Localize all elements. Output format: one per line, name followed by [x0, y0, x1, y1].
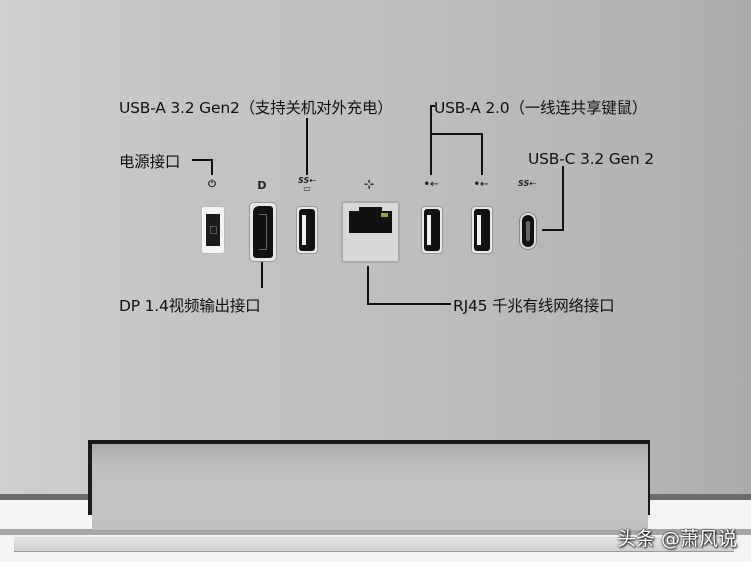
label-power: 电源接口 [119, 153, 181, 171]
usb-a-20-port-2[interactable] [471, 206, 493, 254]
leader-line-usb-a-32 [306, 118, 308, 175]
leader-line-power-v [211, 159, 213, 175]
label-usb-a-32: USB-A 3.2 Gen2（支持关机对外充电） [119, 99, 393, 117]
panel-edge-left [0, 494, 88, 500]
leader-line-usb-c-v [562, 166, 564, 230]
usb-c-port[interactable] [519, 212, 537, 250]
power-port[interactable] [201, 206, 225, 254]
label-usb-a-20: USB-A 2.0（一线连共享键鼠） [434, 99, 648, 117]
base-rail [14, 537, 734, 552]
ss-usb-charging-icon: SS⇠ ▭ [298, 176, 316, 193]
monitor-stand [92, 444, 648, 530]
base-bar [0, 529, 751, 535]
leader-line-rj45-v [367, 266, 369, 304]
usb-icon: •⇠ [423, 179, 439, 190]
usb-a-32-port[interactable] [296, 206, 318, 254]
leader-line-usb-a-20-left [430, 105, 432, 175]
label-usb-c: USB-C 3.2 Gen 2 [528, 150, 654, 168]
rj45-port[interactable] [341, 201, 400, 263]
leader-line-usb-c-h [542, 229, 564, 231]
label-dp: DP 1.4视频输出接口 [119, 297, 261, 315]
leader-line-dp [261, 262, 263, 288]
displayport-icon: D [257, 179, 267, 192]
leader-line-usb-a-20-top [430, 105, 435, 107]
panel-edge-right [650, 494, 751, 500]
leader-line-usb-a-20-right [481, 133, 483, 175]
leader-line-rj45-h [367, 303, 451, 305]
usb-a-20-port-1[interactable] [421, 206, 443, 254]
ss-usb-icon: SS⇠ [518, 179, 536, 188]
power-plug-icon: ⏻ [208, 179, 216, 190]
leader-line-usb-a-20-bridge [430, 133, 482, 135]
network-icon: ⊹ [363, 177, 375, 191]
displayport-port[interactable] [249, 202, 277, 262]
usb-icon: •⇠ [473, 179, 489, 190]
watermark: 头条 @萧风说 [617, 528, 738, 550]
leader-line-power-h [192, 159, 212, 161]
label-rj45: RJ45 千兆有线网络接口 [453, 297, 615, 315]
